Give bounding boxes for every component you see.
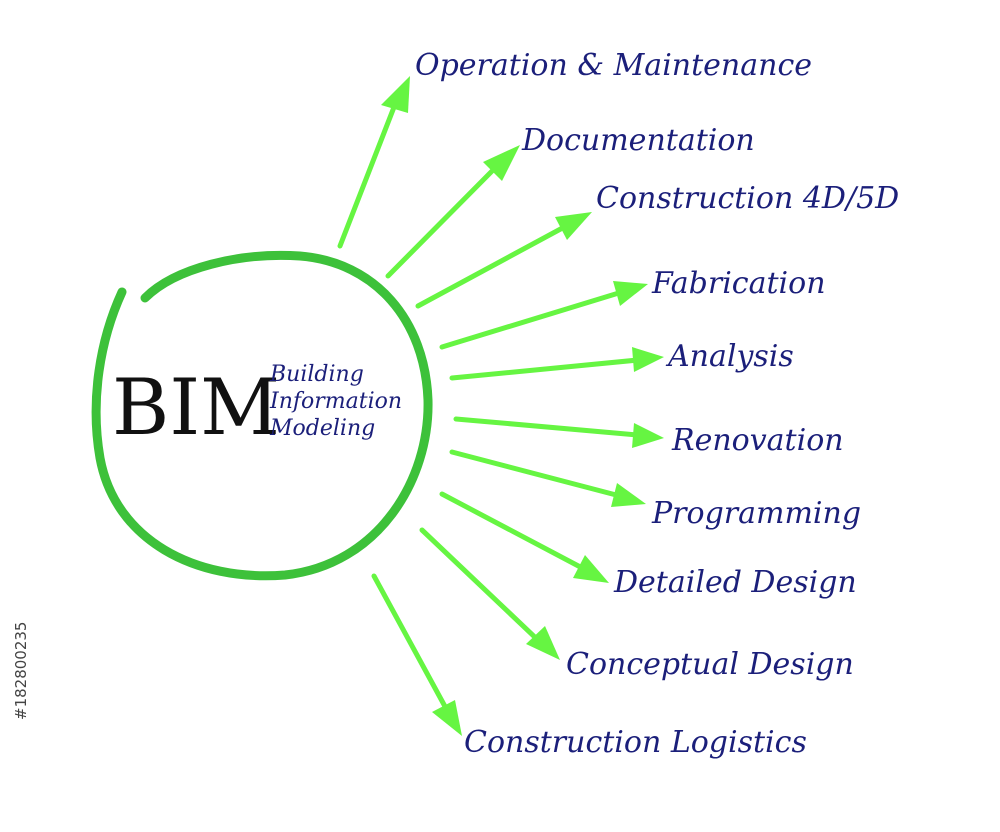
label-fabrication: Fabrication bbox=[651, 266, 826, 301]
label-documentation: Documentation bbox=[521, 123, 755, 158]
bim-acronym: BIM bbox=[112, 363, 280, 453]
label-analysis: Analysis bbox=[665, 339, 794, 374]
arrow-operation-maintenance bbox=[337, 76, 410, 249]
arrow-fabrication bbox=[439, 281, 648, 350]
label-programming: Programming bbox=[651, 496, 861, 531]
center-ring bbox=[91, 250, 433, 581]
branch-labels: Operation & Maintenance Documentation Co… bbox=[415, 48, 899, 760]
arrow-analysis bbox=[449, 347, 664, 381]
arrows bbox=[337, 76, 664, 736]
label-operation-maintenance: Operation & Maintenance bbox=[415, 48, 812, 83]
center-ring-tail bbox=[108, 290, 124, 324]
label-construction-4d5d: Construction 4D/5D bbox=[596, 181, 899, 216]
arrow-construction-4d5d bbox=[415, 212, 592, 309]
subtitle-building: Building bbox=[269, 362, 364, 387]
subtitle-modeling: Modeling bbox=[269, 416, 375, 441]
label-renovation: Renovation bbox=[671, 423, 844, 458]
arrow-renovation bbox=[453, 416, 664, 448]
label-conceptual-design: Conceptual Design bbox=[566, 647, 854, 682]
arrow-construction-logistics bbox=[371, 573, 462, 736]
arrow-programming bbox=[449, 449, 646, 507]
center-ring-stroke bbox=[91, 250, 433, 581]
arrow-detailed-design bbox=[439, 491, 609, 583]
stock-id: #182800235 bbox=[12, 622, 30, 720]
label-construction-logistics: Construction Logistics bbox=[464, 725, 807, 760]
arrow-conceptual-design bbox=[419, 527, 560, 660]
arrow-documentation bbox=[385, 145, 520, 279]
label-detailed-design: Detailed Design bbox=[613, 565, 857, 600]
subtitle-information: Information bbox=[269, 389, 402, 414]
